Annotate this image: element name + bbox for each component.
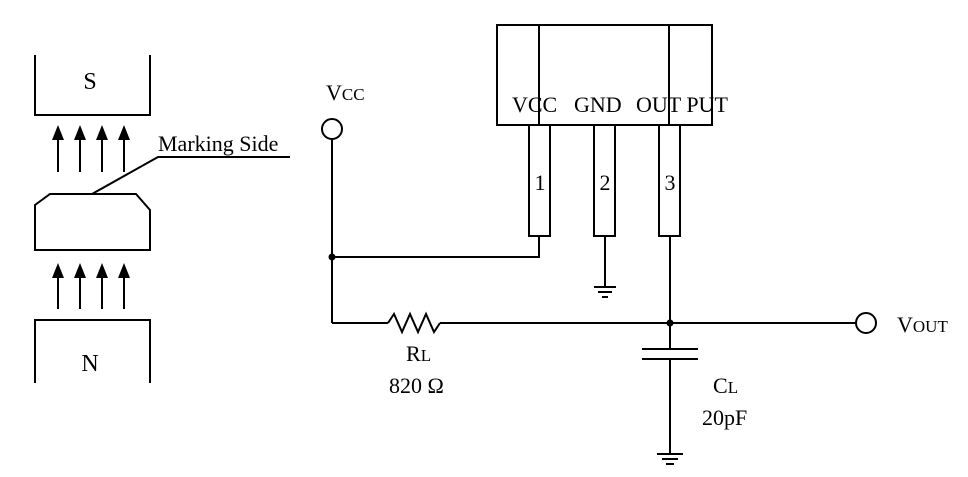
sensor-ic <box>496 24 713 237</box>
south-pole-label: S <box>83 69 96 95</box>
pin-number-3: 3 <box>665 170 676 195</box>
vcc-terminal <box>321 118 343 140</box>
resistor-name-sub: L <box>421 346 431 365</box>
vout-label-sub: OUT <box>913 317 949 336</box>
wire-vcc-to-pin1 <box>332 236 540 258</box>
arrow-up-icon <box>52 125 64 172</box>
vout-terminal <box>855 312 877 334</box>
arrow-up-icon <box>52 263 64 309</box>
vcc-terminal-label: VCC <box>326 80 365 105</box>
arrow-up-icon <box>74 263 86 309</box>
pin-name-vcc: VCC <box>512 92 557 117</box>
pin-number-1: 1 <box>535 170 546 195</box>
arrow-up-icon <box>118 125 130 172</box>
magnet-illustration <box>34 55 290 383</box>
north-pole-label: N <box>81 351 98 377</box>
arrow-up-icon <box>96 263 108 309</box>
arrow-up-icon <box>96 125 108 172</box>
capacitor-value: 20pF <box>702 405 747 430</box>
resistor-name: RL <box>406 341 431 366</box>
flux-arrows-upper <box>52 125 130 172</box>
marking-side-label: Marking Side <box>158 131 278 156</box>
pin-name-output: OUT PUT <box>636 92 728 117</box>
marking-side-leader <box>91 156 290 195</box>
ground-icon <box>594 286 616 298</box>
vout-terminal-label: VOUT <box>897 312 948 337</box>
capacitor-name: CL <box>713 373 738 398</box>
vout-label-main: V <box>897 312 913 337</box>
vcc-label-main: V <box>326 80 342 105</box>
vcc-label-sub: CC <box>342 85 365 104</box>
arrow-up-icon <box>118 263 130 309</box>
flux-arrows-lower <box>52 263 130 309</box>
pin-name-gnd: GND <box>574 92 622 117</box>
capacitor-name-sub: L <box>728 378 738 397</box>
ground-icon <box>657 453 683 465</box>
junction-dot <box>666 319 674 327</box>
pin-number-2: 2 <box>600 170 611 195</box>
wiring <box>331 140 856 454</box>
sensor-package <box>34 193 151 251</box>
capacitor-name-main: C <box>713 373 728 398</box>
north-pole-block <box>34 319 151 383</box>
arrow-up-icon <box>74 125 86 172</box>
south-pole-block <box>34 55 151 116</box>
junction-dot <box>328 253 336 261</box>
resistor-name-main: R <box>406 341 421 366</box>
resistor-rl <box>387 311 441 335</box>
resistor-value: 820 Ω <box>389 373 444 398</box>
